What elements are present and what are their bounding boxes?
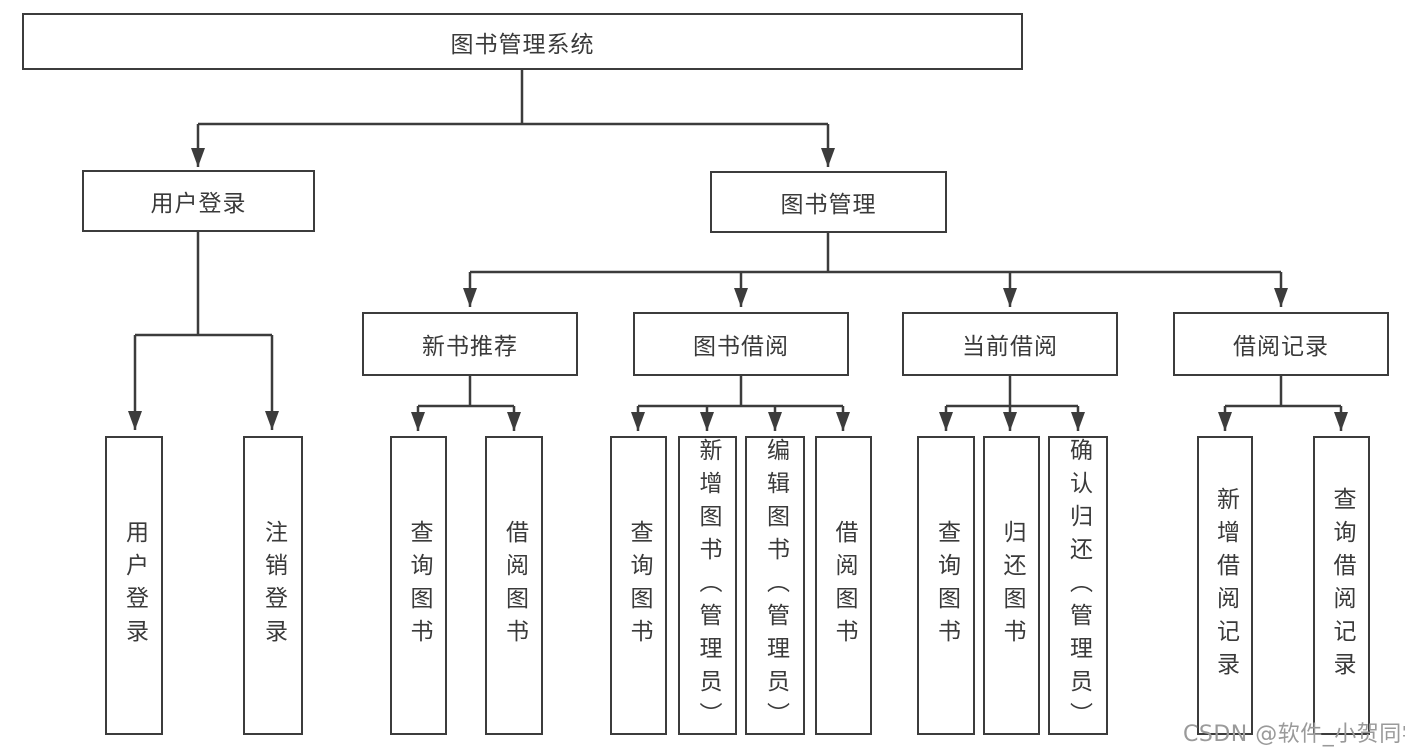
node-book-borrow-label: 图书借阅 bbox=[693, 334, 789, 360]
node-leaf-return-books: 归还图书 bbox=[983, 436, 1040, 735]
node-root-label: 图书管理系统 bbox=[450, 31, 595, 58]
node-root: 图书管理系统 bbox=[22, 13, 1023, 70]
node-leaf-query-books-2: 查询图书 bbox=[610, 436, 667, 735]
node-leaf-confirm-return-admin: 确认归还（管理员） bbox=[1048, 436, 1108, 735]
node-leaf-user-login: 用户登录 bbox=[105, 436, 163, 735]
node-leaf-query-borrow-record: 查询借阅记录 bbox=[1313, 436, 1370, 735]
node-leaf-label: 查询图书 bbox=[933, 519, 960, 652]
node-user-login: 用户登录 bbox=[82, 170, 315, 232]
node-leaf-label: 新增借阅记录 bbox=[1212, 486, 1239, 685]
node-current-borrow-label: 当前借阅 bbox=[962, 334, 1058, 360]
node-leaf-label: 查询借阅记录 bbox=[1329, 486, 1355, 685]
node-current-borrow: 当前借阅 bbox=[902, 312, 1118, 376]
node-leaf-borrow-books-2: 借阅图书 bbox=[815, 436, 872, 735]
node-leaf-label: 新增图书（管理员） bbox=[695, 438, 721, 735]
node-leaf-label: 用户登录 bbox=[121, 519, 148, 652]
node-new-book-recommend: 新书推荐 bbox=[362, 312, 578, 376]
connector-line bbox=[135, 70, 1341, 408]
node-borrow-records: 借阅记录 bbox=[1173, 312, 1389, 376]
node-new-book-recommend-label: 新书推荐 bbox=[422, 334, 518, 360]
node-leaf-add-borrow-record: 新增借阅记录 bbox=[1197, 436, 1253, 735]
node-leaf-label: 编辑图书（管理员） bbox=[762, 438, 789, 735]
node-leaf-label: 注销登录 bbox=[260, 519, 287, 652]
node-leaf-logout: 注销登录 bbox=[243, 436, 303, 735]
node-leaf-label: 查询图书 bbox=[626, 519, 652, 652]
node-leaf-edit-books-admin: 编辑图书（管理员） bbox=[745, 436, 805, 735]
watermark: CSDN @软件_小贺同学 bbox=[1183, 722, 1405, 747]
node-book-borrow: 图书借阅 bbox=[633, 312, 849, 376]
node-leaf-query-books-1: 查询图书 bbox=[390, 436, 447, 735]
node-borrow-records-label: 借阅记录 bbox=[1233, 334, 1329, 360]
node-leaf-query-books-3: 查询图书 bbox=[917, 436, 975, 735]
node-leaf-add-books-admin: 新增图书（管理员） bbox=[678, 436, 737, 735]
node-leaf-label: 归还图书 bbox=[999, 519, 1025, 652]
node-leaf-label: 查询图书 bbox=[406, 519, 432, 652]
node-leaf-borrow-books-1: 借阅图书 bbox=[485, 436, 543, 735]
node-user-login-label: 用户登录 bbox=[150, 191, 247, 217]
node-leaf-label: 借阅图书 bbox=[831, 519, 857, 652]
node-book-management-label: 图书管理 bbox=[780, 192, 877, 218]
node-book-management: 图书管理 bbox=[710, 171, 947, 233]
node-leaf-label: 借阅图书 bbox=[501, 519, 528, 652]
node-leaf-label: 确认归还（管理员） bbox=[1065, 438, 1092, 735]
